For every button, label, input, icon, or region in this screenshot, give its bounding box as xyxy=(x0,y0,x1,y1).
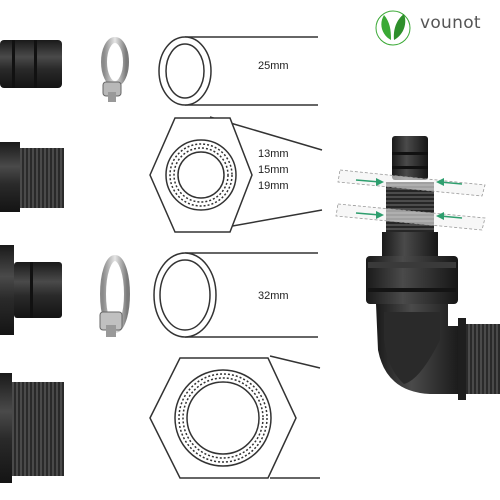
leaf-logo-icon xyxy=(375,10,411,46)
threaded-adapter-small xyxy=(0,142,64,212)
hose-barb-large xyxy=(0,245,62,335)
size-label-19mm: 19mm xyxy=(258,180,289,192)
size-label-25mm: 25mm xyxy=(258,60,289,72)
insertion-indicator xyxy=(335,169,486,231)
hex-nut-small xyxy=(149,116,323,233)
hose-barb-small xyxy=(0,40,62,88)
size-label-13mm: 13mm xyxy=(258,148,289,160)
pipe-25mm xyxy=(158,36,318,106)
hex-nut-large xyxy=(149,355,321,479)
hose-clamp-small xyxy=(101,37,129,102)
brand-name: vounot xyxy=(420,13,481,33)
size-label-32mm: 32mm xyxy=(258,290,289,302)
assembled-elbow-fitting xyxy=(366,136,500,400)
hose-clamp-large xyxy=(99,255,130,337)
pipe-32mm xyxy=(153,252,318,338)
size-label-15mm: 15mm xyxy=(258,164,289,176)
threaded-adapter-large xyxy=(0,373,64,483)
